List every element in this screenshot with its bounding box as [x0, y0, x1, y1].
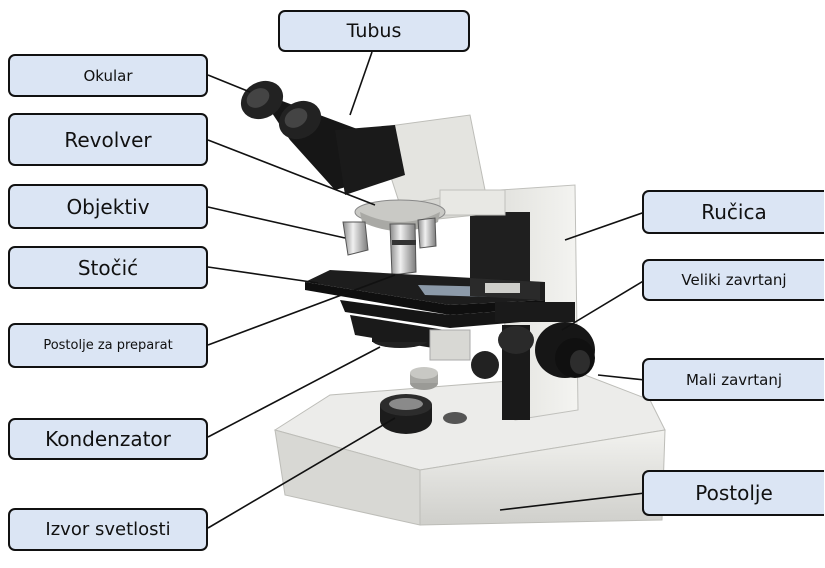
leader-line-tubus: [350, 52, 372, 115]
label-revolver: Revolver: [8, 113, 208, 166]
label-mali-zavrtanj: Mali zavrtanj: [642, 358, 824, 401]
leader-line-rucica: [565, 212, 645, 240]
label-tubus: Tubus: [278, 10, 470, 52]
label-izvor-svetlosti: Izvor svetlosti: [8, 508, 208, 551]
label-stocic: Stočić: [8, 246, 208, 289]
eyepieces: [234, 73, 405, 195]
leader-line-okular: [208, 75, 250, 92]
leader-line-mali-zavrtanj: [598, 375, 645, 380]
label-okular: Okular: [8, 54, 208, 97]
condenser: [372, 332, 428, 348]
leader-line-stocic: [208, 267, 318, 283]
leader-line-objektiv: [208, 207, 345, 238]
label-rucica: Ručica: [642, 190, 824, 234]
label-postolje-za-preparat: Postolje za preparat: [8, 323, 208, 368]
label-postolje: Postolje: [642, 470, 824, 516]
label-kondenzator: Kondenzator: [8, 418, 208, 460]
label-veliki-zavrtanj: Veliki zavrtanj: [642, 259, 824, 301]
microscope-illustration: [234, 73, 665, 525]
label-objektiv: Objektiv: [8, 184, 208, 229]
